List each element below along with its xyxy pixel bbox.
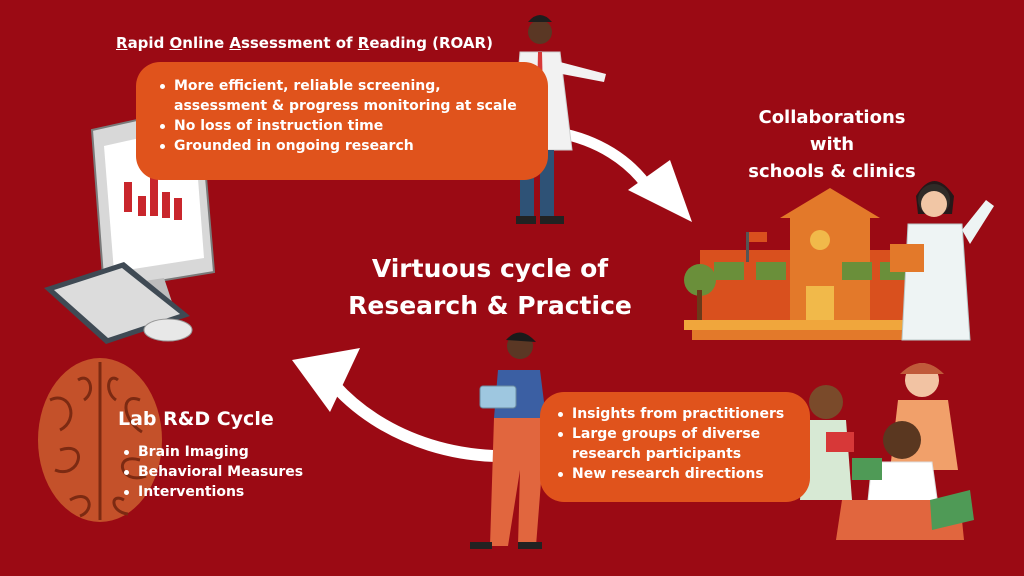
school-building-icon xyxy=(684,188,944,340)
center-title: Virtuous cycle of Research & Practice xyxy=(340,250,640,324)
roar-bullet-list: More efficient, reliable screening, asse… xyxy=(158,76,528,156)
brain-icon xyxy=(38,358,162,522)
insights-panel xyxy=(540,392,810,502)
children-reading-icon xyxy=(800,363,974,540)
insights-bullet-item: Insights from practitioners xyxy=(556,404,806,424)
lab-bullet-item: Interventions xyxy=(122,482,322,502)
cycle-arrowhead-top xyxy=(628,160,692,222)
insights-bullet-list: Insights from practitioners Large groups… xyxy=(556,404,806,484)
collaborations-line-2: schools & clinics xyxy=(748,161,916,182)
roar-bullet-item: No loss of instruction time xyxy=(158,116,528,136)
roar-title-letter-r2: R xyxy=(357,34,370,52)
roar-title-letter-r: R xyxy=(116,34,128,52)
roar-title-text-1: apid xyxy=(127,34,170,52)
center-title-line-2: Research & Practice xyxy=(348,291,632,320)
roar-title-text-3: ssessment of xyxy=(240,34,358,52)
lab-title: Lab R&D Cycle xyxy=(118,408,274,430)
insights-bullet-item: Large groups of diverse research partici… xyxy=(556,424,806,464)
roar-panel xyxy=(136,62,548,180)
insights-bullet-item: New research directions xyxy=(556,464,806,484)
practitioner-figure-icon xyxy=(470,332,546,549)
lab-bullet-item: Brain Imaging xyxy=(122,442,322,462)
roar-title-letter-a: A xyxy=(229,34,241,52)
roar-title-letter-o: O xyxy=(169,34,183,52)
lab-bullet-item: Behavioral Measures xyxy=(122,462,322,482)
roar-title-text-4: eading (ROAR) xyxy=(369,34,493,52)
roar-title-text-2: nline xyxy=(182,34,230,52)
collaborations-heading: Collaborations with schools & clinics xyxy=(742,104,922,185)
lab-bullet-list: Brain Imaging Behavioral Measures Interv… xyxy=(122,442,322,502)
teacher-figure-icon xyxy=(890,181,994,341)
roar-title: Rapid Online Assessment of Reading (ROAR… xyxy=(116,34,493,52)
center-title-line-1: Virtuous cycle of xyxy=(371,254,609,283)
roar-bullet-item: Grounded in ongoing research xyxy=(158,136,528,156)
roar-bullet-item: More efficient, reliable screening, asse… xyxy=(158,76,528,116)
cycle-arrowhead-bottom xyxy=(292,348,360,412)
collaborations-line-1: Collaborations with xyxy=(758,107,906,155)
